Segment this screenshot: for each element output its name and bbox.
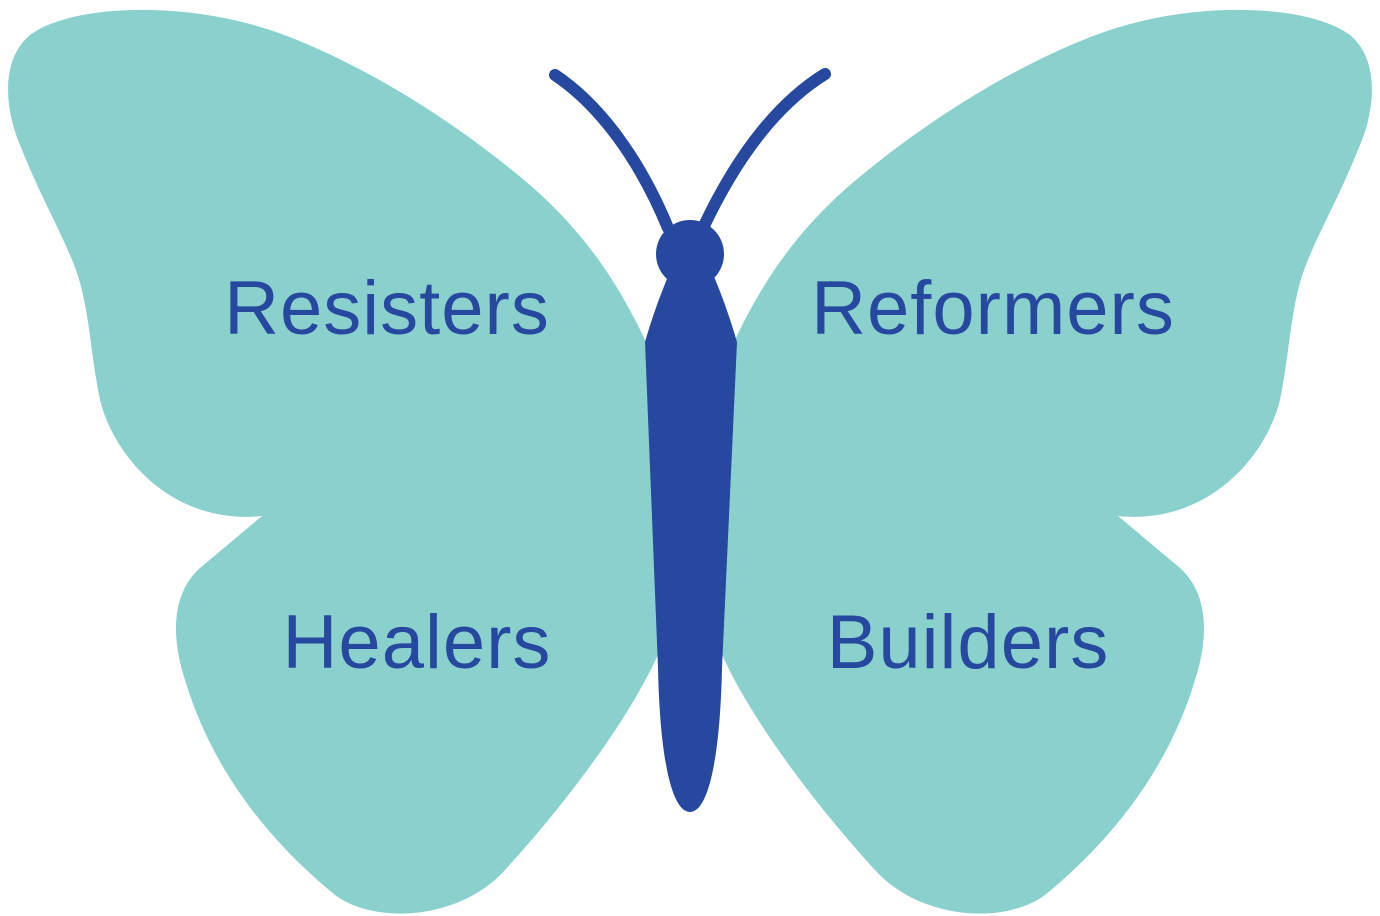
butterfly-body xyxy=(645,272,737,812)
left-antenna xyxy=(549,69,674,234)
right-wing xyxy=(720,9,1372,914)
right-antenna xyxy=(697,68,831,234)
left-wing xyxy=(8,9,660,914)
label-builders: Builders xyxy=(827,600,1110,685)
label-reformers: Reformers xyxy=(811,266,1175,351)
butterfly-head xyxy=(656,220,724,288)
label-resisters: Resisters xyxy=(224,266,550,351)
label-healers: Healers xyxy=(283,600,552,685)
